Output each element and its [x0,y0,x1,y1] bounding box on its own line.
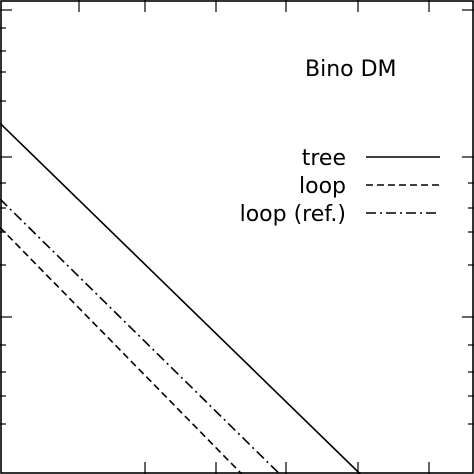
series-line-tree [0,122,361,474]
series-layer [0,122,361,474]
bino-dm-label: Bino DM [305,57,397,82]
legend: tree loop loop (ref.) [240,146,440,227]
series-line-loop-ref [0,198,281,474]
legend-label-tree: tree [302,146,346,171]
legend-label-loop: loop [299,174,346,199]
legend-label-loop-ref: loop (ref.) [240,202,346,227]
series-line-loop [0,226,243,474]
